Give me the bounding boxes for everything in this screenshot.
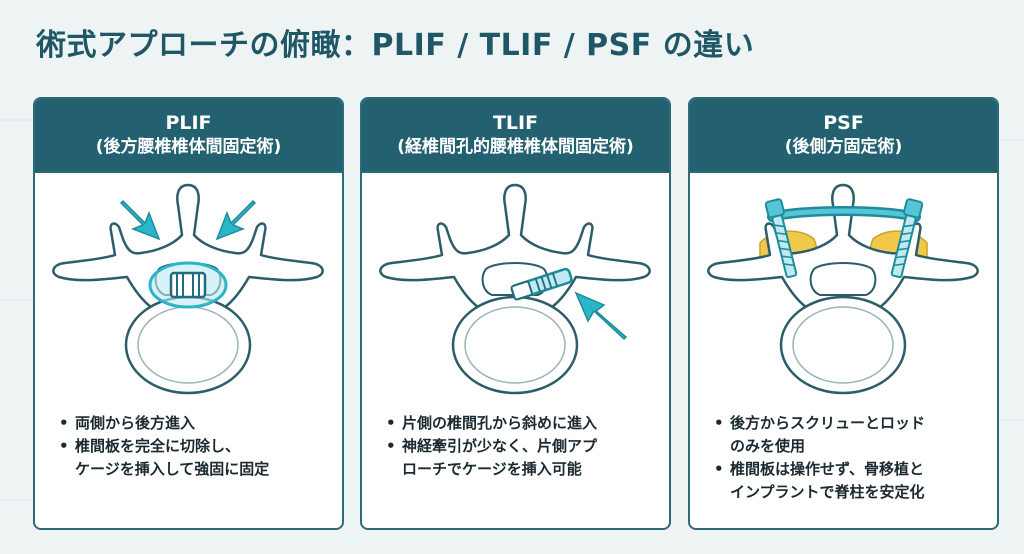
card-subtitle: (後方腰椎椎体間固定術)	[95, 137, 282, 157]
bullet-list: 両側から後方進入 椎間板を完全に切除し、 ケージを挿入して強固に固定	[57, 412, 332, 481]
list-item: 両側から後方進入	[57, 412, 332, 435]
psf-card: PSF (後側方固定術)	[688, 97, 999, 530]
plif-vertebra-illustration	[52, 183, 324, 395]
list-item: 椎間板を完全に切除し、	[57, 435, 332, 458]
list-item: 後方からスクリューとロッド	[712, 412, 987, 435]
card-subtitle: (経椎間孔的腰椎椎体間固定術)	[397, 137, 634, 157]
card-title: PSF	[823, 112, 864, 134]
card-header: TLIF (経椎間孔的腰椎椎体間固定術)	[362, 99, 669, 173]
list-item: 片側の椎間孔から斜めに進入	[384, 412, 659, 435]
bullet-list: 後方からスクリューとロッド のみを使用 椎間板は操作せず、骨移植と インプラント…	[712, 412, 987, 504]
tlif-card: TLIF (経椎間孔的腰椎椎体間固定術) 片側の椎間孔から斜めに進入 神経牽引が…	[360, 97, 671, 530]
page-title: 術式アプローチの俯瞰：PLIF / TLIF / PSF の違い	[36, 28, 755, 63]
list-item: 神経牽引が少なく、片側アプ	[384, 435, 659, 458]
card-title: TLIF	[492, 112, 539, 134]
list-item: ケージを挿入して強固に固定	[75, 460, 270, 478]
bullet-list: 片側の椎間孔から斜めに進入 神経牽引が少なく、片側アプ ローチでケージを挿入可能	[384, 412, 659, 481]
list-item-continuation: インプラントで脊柱を安定化	[730, 483, 925, 501]
tlif-vertebra-illustration	[379, 183, 651, 395]
psf-vertebra-illustration	[707, 183, 979, 395]
list-item: 椎間板は操作せず、骨移植と	[712, 458, 987, 481]
list-item-continuation: のみを使用	[730, 437, 806, 455]
card-header: PLIF (後方腰椎椎体間固定術)	[35, 99, 342, 173]
list-item: ローチでケージを挿入可能	[402, 460, 582, 478]
plif-card: PLIF (後方腰椎椎体間固定術) 両側から後方進入 椎間板を完全に切除し、 ケ…	[33, 97, 344, 530]
card-subtitle: (後側方固定術)	[784, 137, 903, 157]
card-header: PSF (後側方固定術)	[690, 99, 997, 173]
card-title: PLIF	[165, 112, 212, 134]
